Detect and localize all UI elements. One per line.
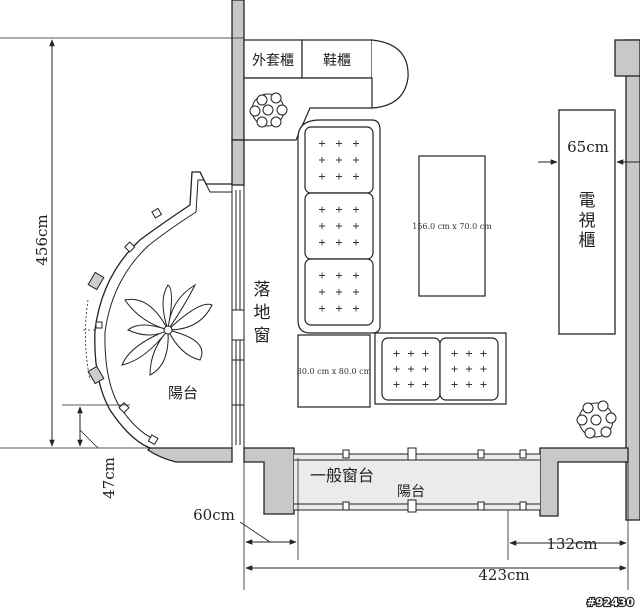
tuft-mark <box>319 272 325 279</box>
tuft-mark <box>451 381 458 388</box>
tuft-mark <box>451 350 458 357</box>
tuft-mark <box>319 289 325 295</box>
coffee-table-size: 156.0 cm x 70.0 cm <box>412 222 492 231</box>
bottom-left-wall <box>243 447 295 515</box>
door-swing <box>371 39 409 109</box>
tuft-mark <box>451 366 458 372</box>
tuft-mark <box>480 381 487 388</box>
tuft-mark <box>466 381 472 388</box>
tuft-mark <box>319 223 325 229</box>
tuft-mark <box>319 173 325 180</box>
side-table <box>297 334 371 408</box>
tuft-mark <box>408 350 414 357</box>
tv-cabinet-char-1: 電 <box>579 191 596 211</box>
dim-456: 456cm <box>33 214 51 265</box>
tuft-mark <box>336 223 342 229</box>
tuft-mark <box>336 239 342 246</box>
window-sill <box>294 447 540 513</box>
curved-balcony <box>82 171 232 449</box>
tuft-mark <box>336 173 342 180</box>
coffee-table <box>418 155 486 297</box>
balcony-bottom-label: 陽台 <box>397 484 425 500</box>
plant-small-right <box>576 400 617 439</box>
shoe-cabinet-label: 鞋櫃 <box>323 53 351 69</box>
tuft-mark <box>480 350 487 357</box>
tuft-mark <box>336 157 342 163</box>
dim-47: 47cm <box>100 457 118 499</box>
tuft-mark <box>422 350 429 357</box>
balcony-left-label: 陽台 <box>168 384 198 402</box>
shoe-cabinet <box>301 39 373 79</box>
tuft-mark <box>319 206 325 213</box>
tuft-mark <box>336 289 342 295</box>
tuft-mark <box>336 305 342 312</box>
window-sill-label: 一般窗台 <box>310 466 374 485</box>
tuft-mark <box>353 239 359 246</box>
tuft-mark <box>422 381 429 388</box>
dim-65: 65cm <box>567 138 609 156</box>
coat-cabinet-label: 外套櫃 <box>252 53 294 69</box>
tuft-mark <box>353 140 359 147</box>
tuft-mark <box>336 206 342 213</box>
tuft-mark <box>393 381 400 388</box>
tuft-mark <box>336 140 342 147</box>
top-wall <box>231 0 245 141</box>
bottom-right-wall <box>539 447 629 517</box>
sofa-two-seat <box>374 332 507 405</box>
tuft-mark <box>319 157 325 163</box>
tv-cabinet-char-3: 櫃 <box>579 231 596 251</box>
tuft-mark <box>319 140 325 147</box>
tuft-mark <box>353 272 359 279</box>
right-wall-top <box>614 39 640 77</box>
tuft-mark <box>466 366 472 372</box>
dimension-lines <box>0 37 640 590</box>
floor-window-char-2: 地 <box>254 303 271 323</box>
dim-60: 60cm <box>193 506 235 524</box>
tv-cabinet <box>558 109 616 335</box>
tuft-mark <box>393 350 400 357</box>
floor-window-char-1: 落 <box>254 280 271 300</box>
dim-423: 423cm <box>478 566 529 584</box>
cushion-tufts <box>319 140 487 388</box>
balcony-wall-bottom <box>146 447 233 463</box>
tuft-mark <box>353 305 359 312</box>
walls <box>146 0 640 521</box>
plant-small-top <box>249 92 288 128</box>
tuft-mark <box>319 239 325 246</box>
tuft-mark <box>393 366 400 372</box>
watermark: #92430 <box>587 596 635 609</box>
tuft-mark <box>408 366 414 372</box>
tuft-mark <box>353 206 359 213</box>
tuft-mark <box>408 381 414 388</box>
tuft-mark <box>319 305 325 312</box>
floor-window-char-3: 窗 <box>254 326 271 346</box>
tuft-mark <box>336 272 342 279</box>
tuft-mark <box>466 350 472 357</box>
tuft-mark <box>353 173 359 180</box>
floor-window <box>231 185 245 448</box>
tuft-mark <box>480 366 487 372</box>
tuft-mark <box>422 366 429 372</box>
dim-132: 132cm <box>546 535 597 553</box>
tuft-mark <box>353 157 359 163</box>
left-wall-lower <box>231 139 245 186</box>
tuft-mark <box>353 223 359 229</box>
tuft-mark <box>353 289 359 295</box>
tv-cabinet-char-2: 視 <box>579 211 596 231</box>
side-table-size: 80.0 cm x 80.0 cm <box>297 367 372 376</box>
plant-large <box>121 283 213 376</box>
